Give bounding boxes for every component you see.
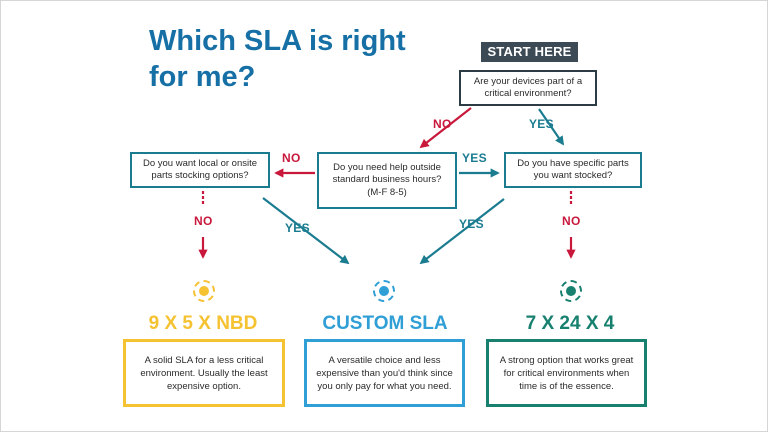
label-middle-yes: YES [462, 151, 487, 165]
outcome-description-7x24x4: A strong option that works great for cri… [486, 339, 647, 407]
arrow-start-no [419, 107, 472, 149]
page-title: Which SLA is right for me? [149, 25, 406, 93]
outcome-title-custom-sla: CUSTOM SLA [322, 313, 448, 334]
outcome-title-9x5-nbd: 9 X 5 X NBD [148, 313, 258, 334]
arrow-right-yes [419, 198, 505, 265]
circle-icon [373, 280, 395, 302]
outcome-title-7x24x4: 7 X 24 X 4 [525, 313, 615, 334]
label-right-yes: YES [459, 217, 484, 231]
question-line: standard business hours? [332, 174, 442, 186]
circle-icon [193, 280, 215, 302]
question-parts-stocking: Do you want local or onsite parts stocki… [130, 152, 270, 188]
label-middle-no: NO [282, 151, 301, 165]
question-line: parts stocking options? [151, 170, 249, 181]
question-specific-parts: Do you have specific parts you want stoc… [504, 152, 642, 188]
arrow-start-yes [538, 108, 565, 146]
label-left-no: NO [194, 214, 213, 228]
label-start-no: NO [433, 117, 452, 131]
arrow-left-yes [262, 197, 350, 265]
label-right-no: NO [562, 214, 581, 228]
outcome-text: A versatile choice and less expensive th… [316, 354, 453, 392]
question-line: critical environment? [484, 88, 572, 99]
question-critical-environment: Are your devices part of a critical envi… [459, 70, 597, 106]
label-start-yes: YES [529, 117, 554, 131]
label-left-yes: YES [285, 221, 310, 235]
start-here-badge: START HERE [481, 42, 578, 62]
circle-icon [560, 280, 582, 302]
question-line: Are your devices part of a [473, 75, 583, 87]
question-line: Do you need help outside [333, 161, 441, 173]
outcome-description-custom-sla: A versatile choice and less expensive th… [304, 339, 465, 407]
question-line: Do you have specific parts [517, 157, 629, 169]
question-line: you want stocked? [533, 170, 613, 181]
outcome-description-9x5-nbd: A solid SLA for a less critical environm… [123, 339, 285, 407]
outcome-text: A strong option that works great for cri… [499, 354, 634, 392]
outcome-text: A solid SLA for a less critical environm… [140, 354, 268, 392]
question-business-hours: Do you need help outside standard busine… [317, 152, 457, 209]
question-line: Do you want local or onsite [142, 157, 258, 169]
question-line: (M-F 8-5) [367, 186, 407, 198]
